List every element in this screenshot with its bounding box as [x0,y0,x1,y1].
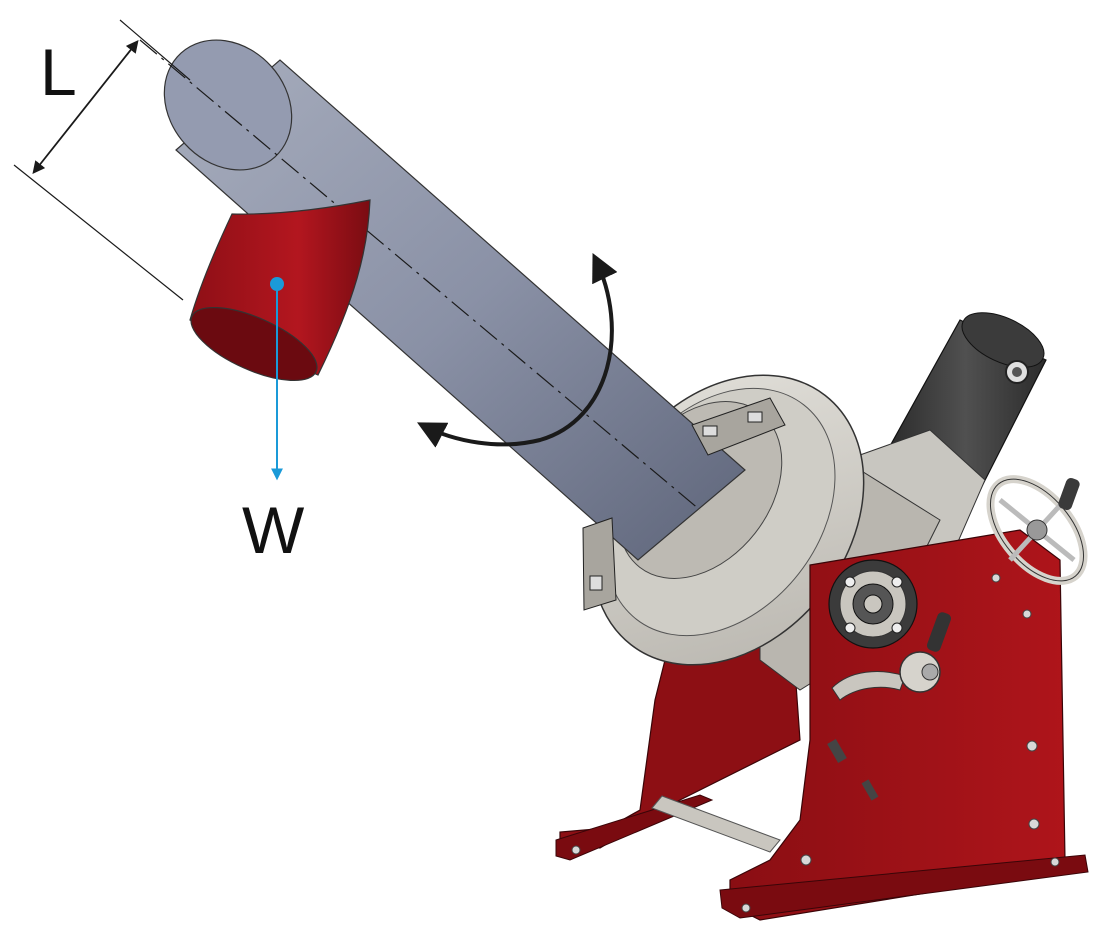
handwheel-icon[interactable] [972,462,1101,598]
pipe-elbow [189,199,371,382]
base-frame-front [719,529,1089,921]
lock-knob-icon[interactable] [899,611,952,693]
tilt-hub [828,559,918,649]
chuck-jaws [582,397,786,611]
weight-vector [270,277,284,481]
weight-label-w: W [242,493,305,567]
cross-bar [651,795,781,853]
dimension-label-l: L [40,35,77,109]
dimension-l [13,19,191,301]
center-of-gravity-dot [270,277,284,291]
rotation-arrow-icon [417,252,618,448]
